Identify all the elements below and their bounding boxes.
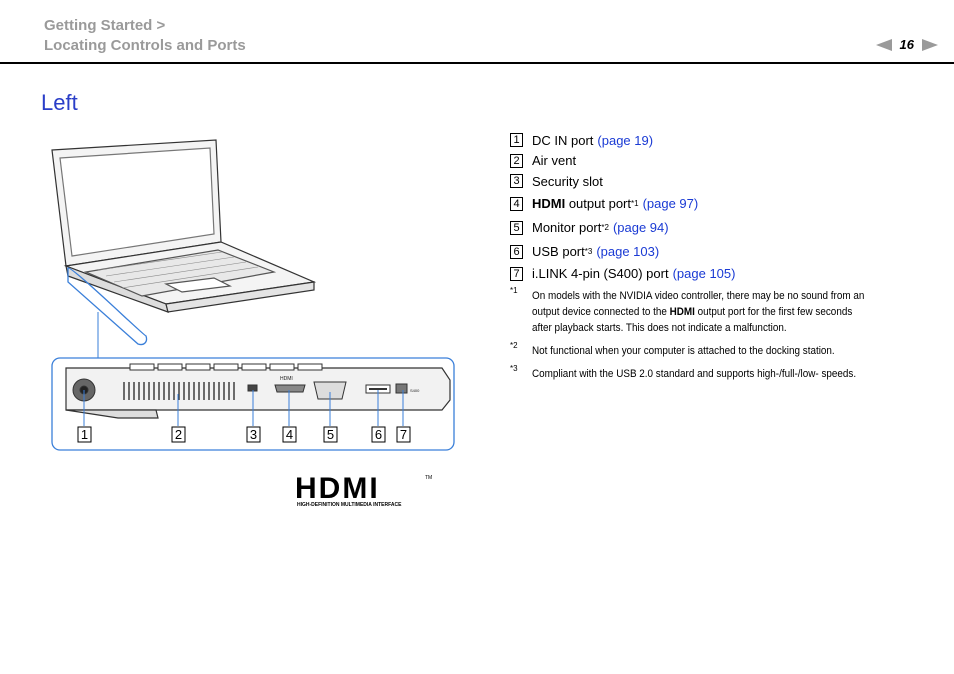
svg-text:4: 4: [286, 427, 293, 442]
callout-7: 7: [396, 426, 411, 443]
footnote-text: On models with the NVIDIA video controll…: [532, 290, 865, 334]
item-number: 6: [510, 244, 523, 259]
item-label: output port: [565, 196, 631, 211]
item-label: USB port: [532, 244, 585, 259]
footnote-mark: *2: [510, 341, 518, 350]
previous-page-arrow-icon[interactable]: [875, 38, 892, 51]
footnote-mark: *1: [510, 286, 518, 295]
list-item: 4 HDMI output port *1 (page 97): [510, 192, 930, 216]
footnote-ref: *1: [631, 199, 639, 208]
item-number: 1: [510, 133, 523, 148]
svg-text:3: 3: [250, 427, 257, 442]
hdmi-port-label: HDMI: [280, 376, 293, 382]
svg-text:7: 7: [400, 427, 407, 442]
breadcrumb: Getting Started > Locating Controls and …: [44, 16, 246, 55]
page-link[interactable]: (page 19): [597, 132, 654, 148]
hdmi-wordmark: HDMI: [295, 473, 380, 505]
list-item: 2 Air vent: [510, 151, 930, 172]
svg-text:2: 2: [175, 427, 182, 442]
item-label: Security slot: [532, 173, 603, 189]
list-item: 5 Monitor port *2 (page 94): [510, 216, 930, 240]
list-item: 6 USB port *3 (page 103): [510, 240, 930, 264]
breadcrumb-parent[interactable]: Getting Started >: [44, 17, 166, 34]
hdmi-tagline: HIGH-DEFINITION MULTIMEDIA INTERFACE: [297, 502, 402, 508]
svg-text:1: 1: [81, 427, 88, 442]
footnote-ref: *3: [584, 247, 593, 256]
callout-4: 4: [282, 426, 297, 443]
item-number: 4: [510, 196, 523, 211]
footnote-mark: *3: [510, 364, 518, 373]
page-number: 16: [899, 37, 914, 52]
callout-6: 6: [371, 426, 386, 443]
list-item: 3 Security slot: [510, 171, 930, 192]
callout-3: 3: [246, 426, 261, 443]
item-number: 7: [510, 266, 523, 281]
laptop-illustration: HDMI S400 1 2 3 4 5 6: [46, 136, 458, 461]
breadcrumb-current: Locating Controls and Ports: [44, 36, 246, 54]
header-divider: [0, 62, 954, 64]
item-number: 2: [510, 153, 523, 168]
footnote: *2 Not functional when your computer is …: [510, 341, 930, 359]
footnote-text: Not functional when your computer is att…: [532, 345, 835, 357]
page-link[interactable]: (page 97): [642, 196, 699, 211]
side-view-body: [65, 367, 451, 419]
item-number: 3: [510, 174, 523, 189]
footnote: *1 On models with the NVIDIA video contr…: [510, 286, 930, 336]
port-list: 1 DC IN port (page 19) 2 Air vent 3 Secu…: [510, 130, 930, 382]
ilink-port: S400: [395, 383, 420, 394]
callout-2: 2: [171, 426, 186, 443]
page-link[interactable]: (page 105): [672, 266, 736, 282]
footnote-text: Compliant with the USB 2.0 standard and …: [532, 368, 857, 380]
laptop-screen: [51, 139, 317, 313]
ilink-port-label: S400: [410, 388, 420, 393]
callout-1: 1: [77, 426, 92, 443]
page-link[interactable]: (page 94): [612, 220, 669, 235]
list-item: 7 i.LINK 4-pin (S400) port (page 105): [510, 264, 930, 285]
footnote: *3 Compliant with the USB 2.0 standard a…: [510, 364, 930, 382]
item-number: 5: [510, 220, 523, 235]
detail-view-frame: [51, 357, 455, 451]
air-vent-slats: [123, 382, 235, 400]
item-label: Monitor port: [532, 220, 602, 235]
item-label: Air vent: [532, 153, 577, 169]
list-item: 1 DC IN port (page 19): [510, 130, 930, 151]
svg-text:5: 5: [327, 427, 334, 442]
hdmi-trademark: TM: [425, 475, 432, 481]
monitor-port: [313, 381, 347, 400]
svg-text:6: 6: [375, 427, 382, 442]
item-label: i.LINK 4-pin (S400) port: [532, 266, 669, 282]
pager: 16: [875, 37, 938, 52]
item-label: DC IN port: [532, 132, 594, 148]
next-page-arrow-icon[interactable]: [922, 38, 938, 51]
footnote-ref: *2: [601, 223, 609, 232]
hdmi-port: HDMI: [274, 376, 306, 393]
page-link[interactable]: (page 103): [596, 244, 660, 259]
section-title: Left: [41, 90, 78, 115]
callout-5: 5: [323, 426, 338, 443]
hdmi-logo: HDMI TM HIGH-DEFINITION MULTIMEDIA INTER…: [295, 472, 435, 514]
item-label-bold: HDMI: [532, 196, 566, 211]
